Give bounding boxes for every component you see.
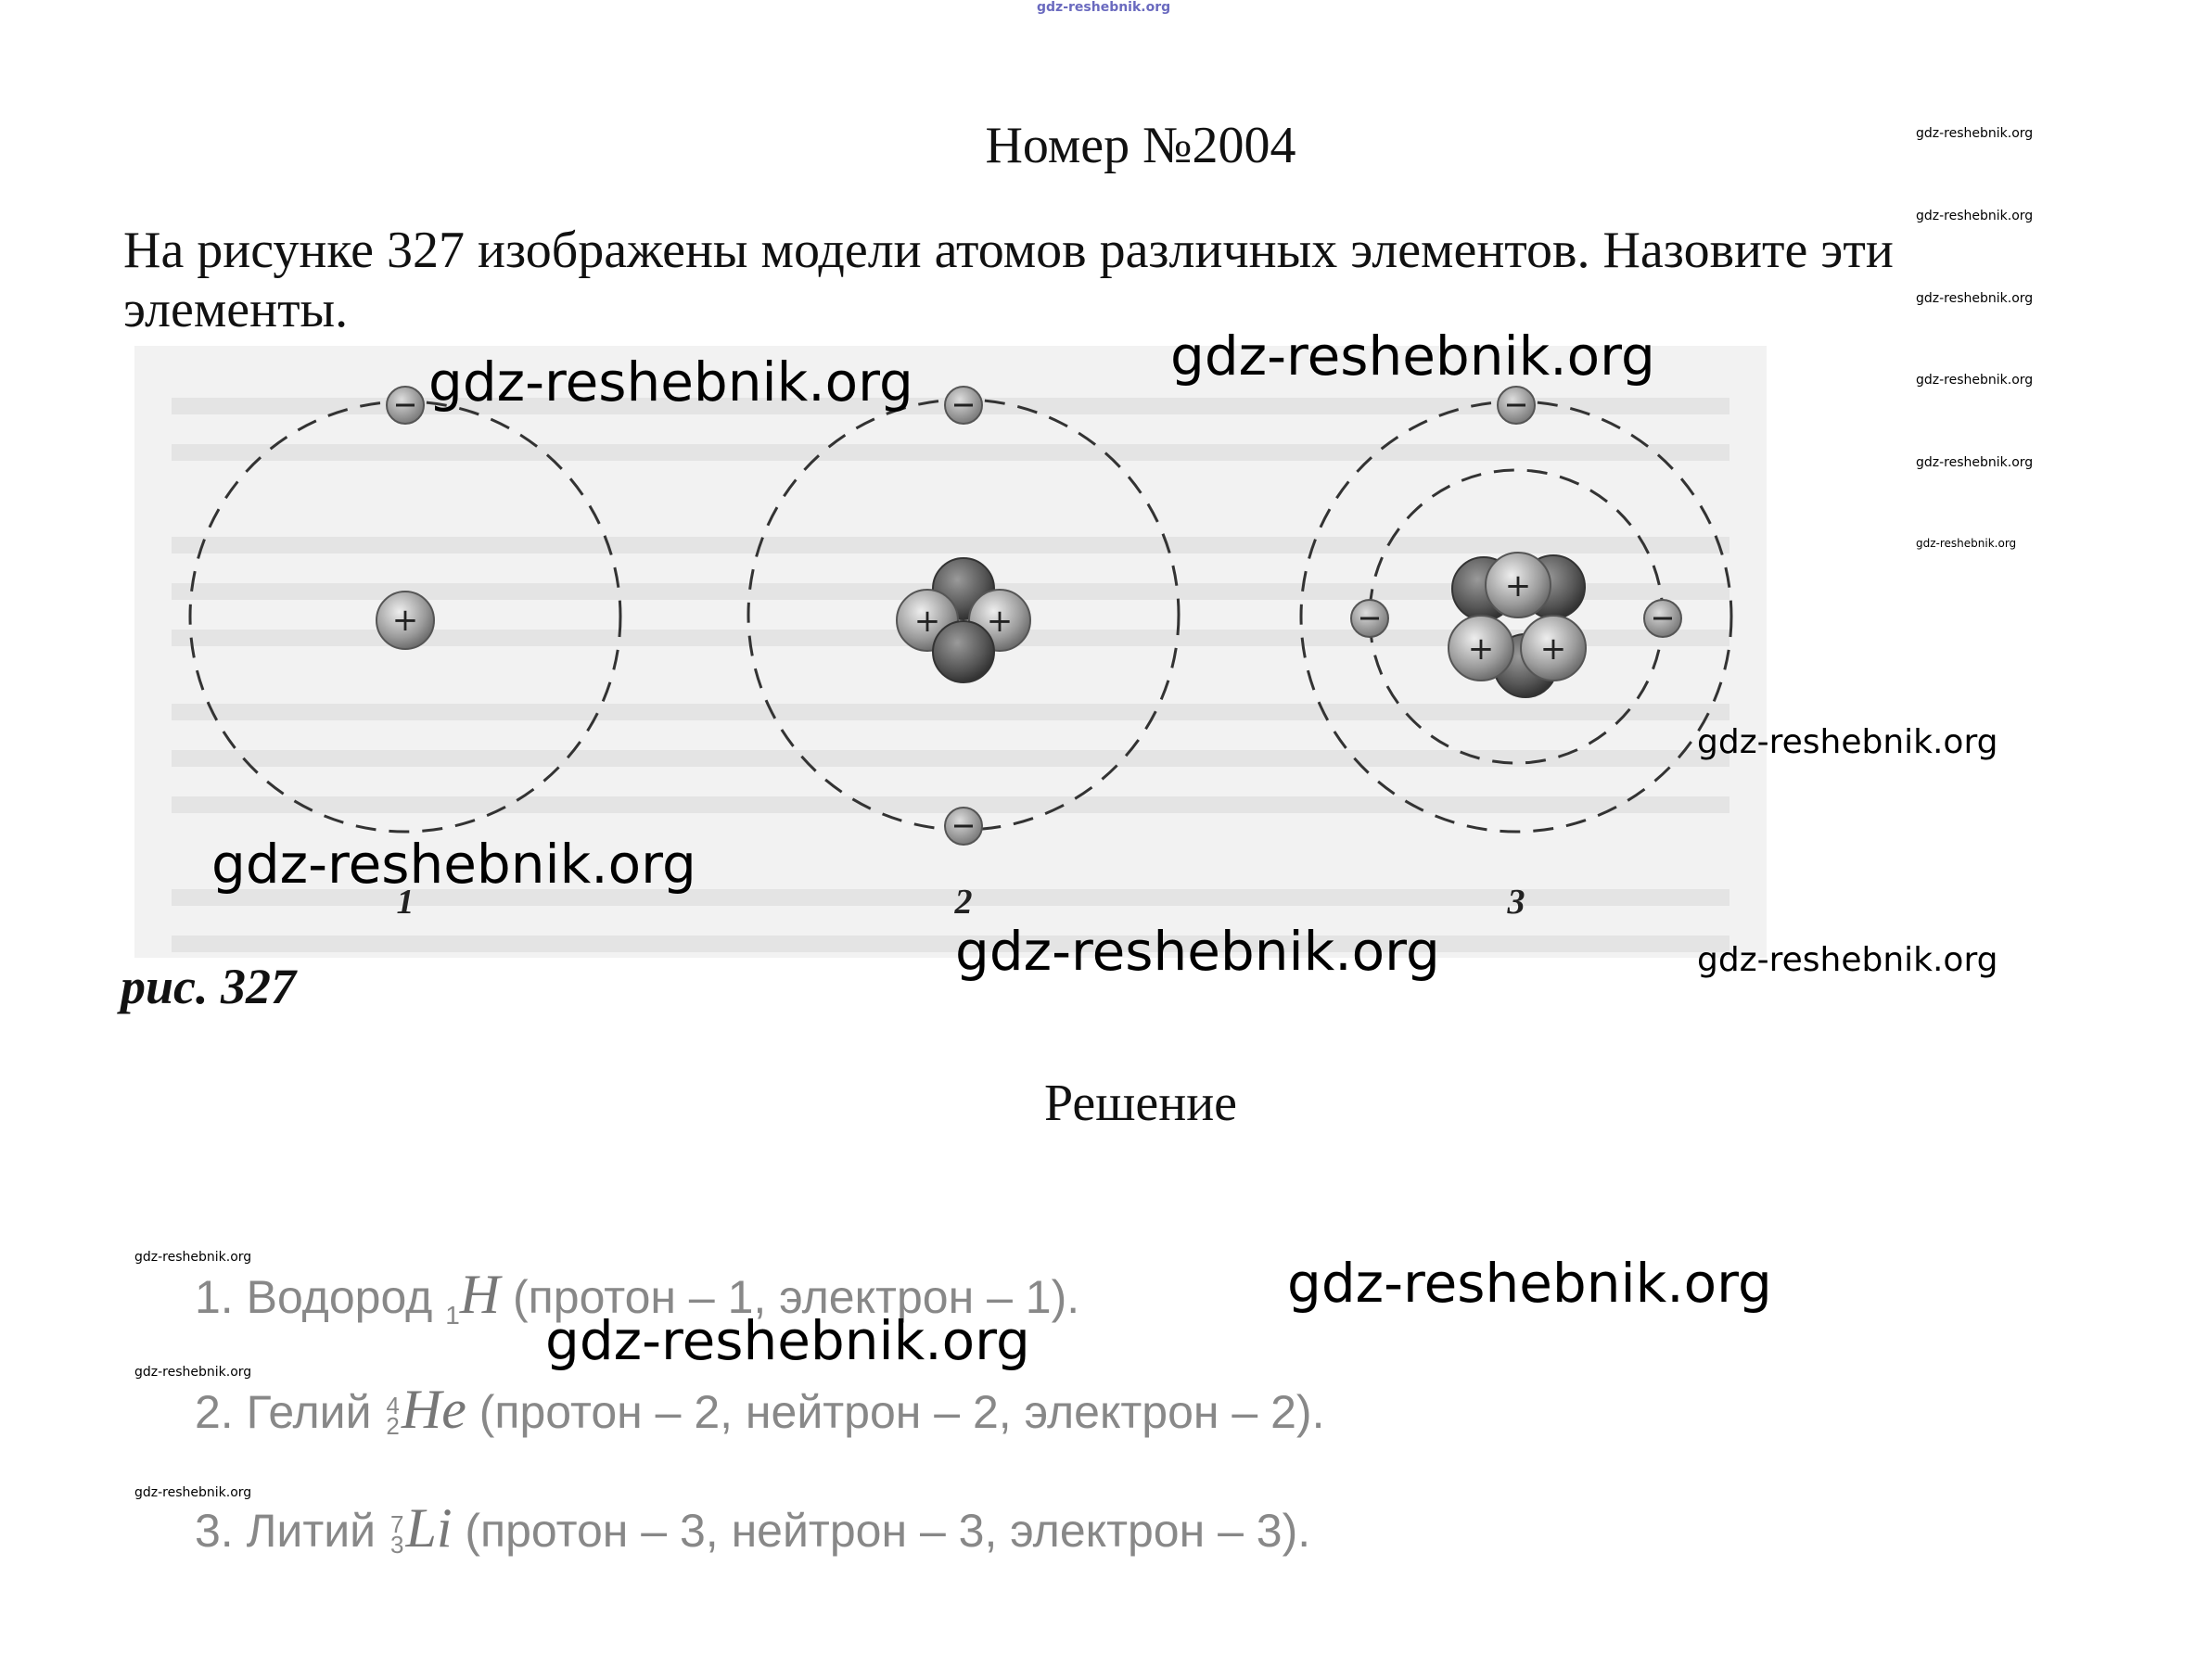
neutron — [932, 620, 995, 683]
watermark: gdz-reshebnik.org — [134, 1365, 252, 1380]
answer-1-prefix: 1. Водород — [195, 1271, 446, 1323]
watermark: gdz-reshebnik.org — [1170, 325, 1655, 388]
watermark: gdz-reshebnik.org — [134, 1250, 252, 1265]
watermark: gdz-reshebnik.org — [1697, 941, 1998, 979]
atom-models-drawing: + 1 + + 2 + — [172, 386, 1733, 952]
atom-models-figure: + 1 + + 2 + — [134, 346, 1767, 958]
watermark: gdz-reshebnik.org — [1287, 1252, 1772, 1315]
answer-2-mass: 4 — [386, 1391, 400, 1419]
watermark: gdz-reshebnik.org — [955, 920, 1440, 983]
watermark: gdz-reshebnik.org — [1916, 455, 2034, 470]
header-watermark: gdz-reshebnik.org — [1037, 0, 1171, 15]
answer-2-symbol: He — [401, 1379, 466, 1440]
answer-3-mass: 7 — [389, 1509, 404, 1538]
watermark: gdz-reshebnik.org — [1916, 126, 2034, 141]
atom-1-hydrogen: + 1 — [188, 386, 622, 922]
background-text-lines — [172, 398, 1729, 952]
watermark: gdz-reshebnik.org — [1916, 291, 2034, 306]
answer-1: 1. Водород 1H (протон – 1, электрон – 1)… — [195, 1263, 1079, 1330]
answer-1-symbol: H — [459, 1264, 501, 1325]
answer-3-prefix: 3. Литий — [195, 1505, 389, 1557]
svg-text:+: + — [1540, 630, 1567, 668]
watermark: gdz-reshebnik.org — [545, 1309, 1030, 1372]
proton — [1448, 615, 1514, 681]
svg-text:+: + — [987, 603, 1014, 640]
answer-1-subscript: 1 — [445, 1301, 460, 1330]
svg-text:+: + — [914, 603, 941, 640]
atom-2-label: 2 — [954, 883, 973, 922]
solution-heading: Решение — [1043, 1075, 1238, 1132]
svg-text:+: + — [1505, 567, 1532, 605]
atom-3-label: 3 — [1507, 883, 1525, 922]
watermark: gdz-reshebnik.org — [211, 833, 696, 896]
proton — [1520, 615, 1587, 681]
watermark: gdz-reshebnik.org — [1916, 373, 2034, 388]
svg-text:+: + — [392, 602, 419, 639]
answer-1-suffix: (протон – 1, электрон – 1). — [500, 1271, 1080, 1323]
watermark: gdz-reshebnik.org — [1916, 209, 2034, 223]
task-text: На рисунке 327 изображены модели атомов … — [123, 222, 1894, 338]
watermark: gdz-reshebnik.org — [428, 350, 913, 414]
watermark: gdz-reshebnik.org — [1916, 537, 2017, 550]
page-title: Номер №2004 — [985, 117, 1296, 174]
answer-3-symbol: Li — [405, 1497, 453, 1559]
answer-2-prefix: 2. Гелий — [195, 1386, 385, 1438]
figure-caption: рис. 327 — [121, 959, 296, 1014]
answer-2-suffix: (протон – 2, нейтрон – 2, электрон – 2). — [466, 1386, 1325, 1438]
proton — [1485, 552, 1551, 618]
proton — [376, 591, 435, 650]
answer-2-number: 2 — [386, 1411, 400, 1440]
watermark: gdz-reshebnik.org — [134, 1485, 252, 1500]
answer-3-suffix: (протон – 3, нейтрон – 3, электрон – 3). — [452, 1505, 1311, 1557]
atom-3-lithium: + + + 3 — [1299, 386, 1733, 922]
atom-2-helium: + + 2 — [747, 386, 1181, 922]
atom-1-label: 1 — [397, 883, 415, 922]
svg-text:+: + — [1468, 630, 1495, 668]
answer-3-number: 3 — [389, 1530, 404, 1559]
watermark: gdz-reshebnik.org — [1697, 723, 1998, 761]
